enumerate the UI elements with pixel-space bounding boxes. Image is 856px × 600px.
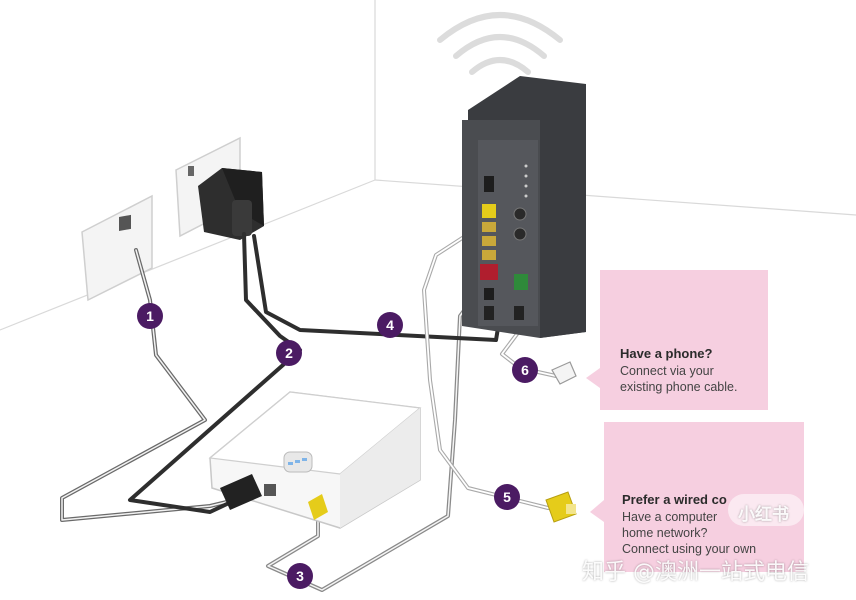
- step-badge-6: 6: [512, 357, 538, 383]
- wall-phone-socket: [81, 194, 153, 302]
- watermark-badge-text: 小红书: [738, 505, 789, 525]
- router-device: [462, 76, 586, 338]
- wifi-signal-icon: [437, 12, 563, 75]
- wired-callout-line-3: Connect using your own: [622, 542, 757, 556]
- router-wan-port: [482, 204, 496, 218]
- step-badge-4: 4: [377, 312, 403, 338]
- step-badge-2: 2: [276, 340, 302, 366]
- wired-callout-line-1: Have a computer: [622, 510, 718, 524]
- router-phone-port: [514, 274, 528, 290]
- phone-callout-line-1: Connect via your: [620, 364, 714, 378]
- step-badge-1: 1: [137, 303, 163, 329]
- modem-device: [208, 391, 422, 529]
- modem-status-lights: [288, 458, 307, 465]
- phone-callout: Have a phone? Connect via your existing …: [600, 270, 768, 410]
- wired-callout-line-2: home network?: [622, 526, 708, 540]
- phone-callout-line-2: existing phone cable.: [620, 380, 738, 394]
- router-indicator-lights: [524, 164, 528, 198]
- power-adapter-icon: [198, 168, 264, 240]
- phone-callout-title: Have a phone?: [620, 346, 713, 361]
- phone-connector-icon: [551, 361, 577, 385]
- step-badge-3: 3: [287, 563, 313, 589]
- ethernet-connector-icon: [545, 491, 577, 523]
- router-ports: [480, 176, 528, 320]
- wired-callout-title: Prefer a wired co: [622, 492, 727, 507]
- router-red-port: [480, 264, 498, 280]
- room-outline: [0, 0, 856, 331]
- watermark-caption: 知乎 @澳洲一站式电信: [582, 560, 809, 585]
- watermark-badge: [728, 494, 804, 526]
- cable-4: [252, 234, 502, 342]
- step-badge-5: 5: [494, 484, 520, 510]
